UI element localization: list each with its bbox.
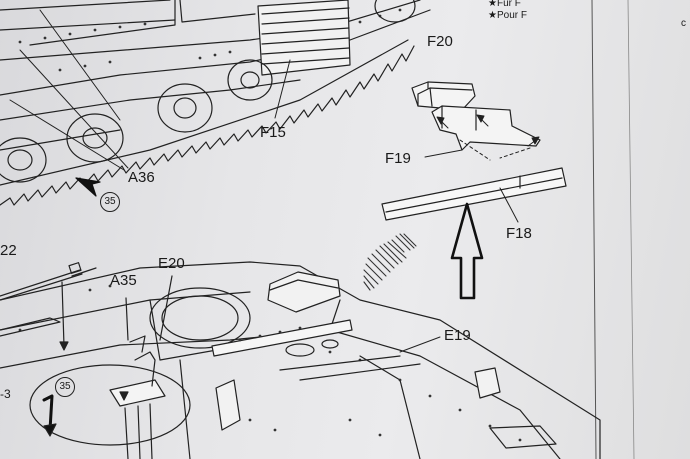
label-f15: F15 bbox=[260, 124, 286, 141]
label-minus-3: -3 bbox=[0, 387, 11, 401]
road-wheels bbox=[0, 0, 416, 183]
label-e19: E19 bbox=[444, 327, 471, 344]
label-part-22: 22 bbox=[0, 242, 17, 259]
step-ref-upper: 35 bbox=[100, 192, 120, 212]
page-border-line bbox=[591, 0, 597, 459]
label-a36: A36 bbox=[128, 169, 155, 186]
lower-hull-top-view bbox=[0, 261, 601, 459]
antenna-part bbox=[0, 262, 97, 351]
upper-hull-side-view bbox=[0, 0, 431, 151]
note-pour: ★Pour F bbox=[488, 10, 527, 21]
page-border-line-outer bbox=[627, 0, 635, 459]
label-f20: F20 bbox=[427, 33, 453, 50]
grille-part-f15 bbox=[179, 0, 351, 119]
highlight-arrow bbox=[450, 202, 484, 300]
a36-leaders bbox=[9, 9, 129, 171]
insert-arrow-upper bbox=[75, 177, 101, 197]
part-a35-e20 bbox=[42, 275, 173, 459]
label-e20: E20 bbox=[158, 255, 185, 272]
label-f19: F19 bbox=[385, 150, 411, 167]
part-f19 bbox=[431, 105, 541, 151]
label-f18: F18 bbox=[506, 225, 532, 242]
note-fur: ★Für F bbox=[488, 0, 521, 9]
view-direction-arrow bbox=[363, 233, 417, 291]
step-ref-lower: 35 bbox=[55, 377, 75, 397]
track-links bbox=[0, 39, 415, 206]
label-a35: A35 bbox=[110, 272, 137, 289]
assembly-arrows bbox=[424, 114, 540, 223]
e19-leader bbox=[399, 336, 441, 353]
part-f20 bbox=[411, 81, 476, 111]
part-f18 bbox=[381, 167, 567, 221]
note-edge: c bbox=[681, 18, 686, 29]
